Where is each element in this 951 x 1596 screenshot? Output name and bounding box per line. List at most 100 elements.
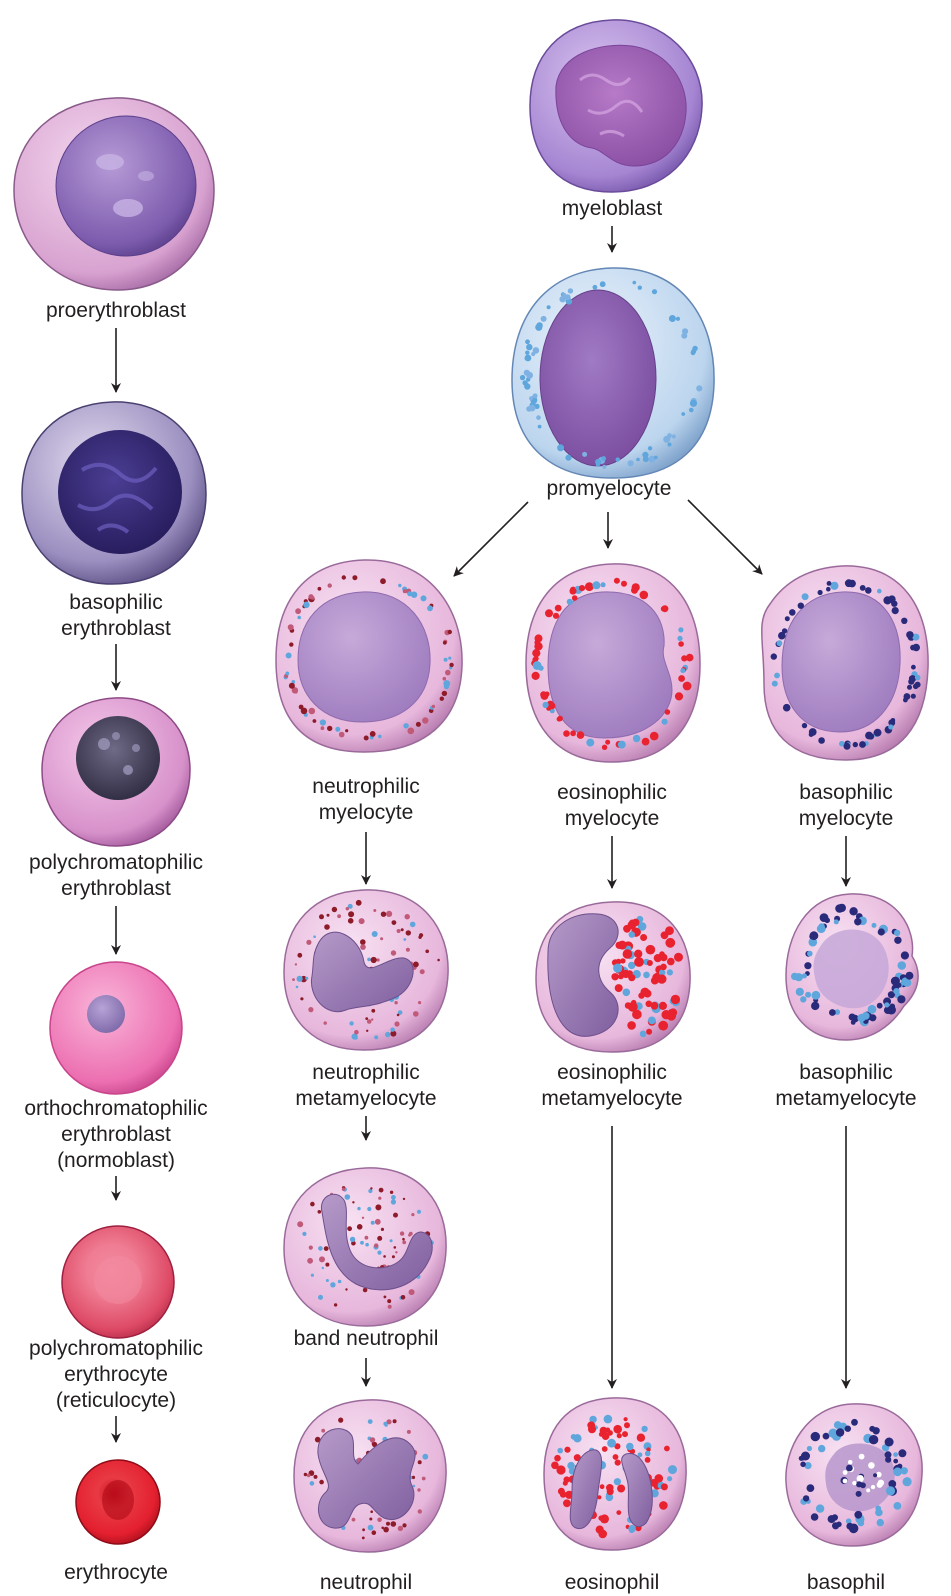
granule: [642, 452, 648, 458]
granule: [869, 1014, 876, 1021]
label-line: eosinophil: [512, 1570, 712, 1596]
granule: [681, 412, 685, 416]
granule: [417, 1210, 421, 1214]
granule: [809, 728, 817, 736]
granule: [520, 375, 525, 380]
granule: [818, 737, 825, 744]
granule: [555, 605, 562, 612]
granule: [345, 1194, 351, 1200]
granule: [410, 922, 416, 928]
granule: [618, 941, 627, 950]
granule: [402, 1241, 406, 1245]
label-line: erythrocyte: [4, 1362, 228, 1388]
basophilic-myelocyte-cell: [762, 566, 928, 760]
neutrophilic-metamyelocyte-cell: [284, 890, 448, 1050]
granule: [877, 589, 882, 594]
label-reticulocyte: polychromatophilic erythrocyte (reticulo…: [4, 1336, 228, 1414]
granule: [607, 1439, 616, 1448]
granule: [634, 950, 642, 958]
label-line: basophilic: [746, 780, 946, 806]
granule: [866, 1488, 870, 1492]
granule: [318, 1210, 322, 1214]
granule: [845, 1426, 851, 1432]
granule: [367, 1207, 371, 1211]
granule: [557, 444, 564, 451]
neutrophil-cell: [294, 1400, 446, 1552]
granule: [387, 1299, 391, 1303]
granule: [871, 1485, 875, 1489]
granule: [525, 351, 529, 355]
granule: [878, 1480, 884, 1486]
label-eosinophil: eosinophil: [512, 1570, 712, 1596]
granule: [646, 1029, 652, 1035]
granule: [628, 974, 635, 981]
label-line: basophilic: [16, 590, 216, 616]
granule: [362, 1217, 364, 1219]
arrow-promyelocyte-to-basophilic-myelocyte: [688, 500, 762, 574]
granule: [348, 918, 354, 924]
granule: [370, 1510, 373, 1513]
granule: [386, 911, 392, 917]
granule: [783, 704, 791, 712]
label-line: (normoblast): [2, 1148, 230, 1174]
label-line: myelocyte: [512, 806, 712, 832]
granule: [836, 1428, 844, 1436]
granule: [579, 585, 585, 591]
label-line: metamyelocyte: [746, 1086, 946, 1112]
granule: [893, 1459, 898, 1464]
granule: [903, 698, 908, 703]
granule: [397, 929, 401, 933]
label-line: metamyelocyte: [512, 1086, 712, 1112]
granule: [774, 673, 780, 679]
granule: [868, 1462, 875, 1469]
granule: [894, 1502, 902, 1510]
granule: [319, 1480, 324, 1485]
granule: [342, 575, 346, 579]
granule: [296, 986, 299, 989]
granule: [302, 1232, 306, 1236]
granule: [535, 634, 543, 642]
granule: [907, 685, 912, 690]
granule: [868, 733, 874, 739]
granule: [628, 460, 634, 466]
granule: [860, 585, 866, 591]
granule: [407, 728, 414, 735]
label-line: myeloblast: [512, 196, 712, 222]
granule: [443, 641, 447, 645]
granule: [391, 1521, 397, 1527]
granule: [313, 935, 316, 938]
label-myeloblast: myeloblast: [512, 196, 712, 222]
granule: [818, 590, 823, 595]
granule: [418, 1001, 421, 1004]
granule: [856, 1491, 862, 1497]
granule: [669, 315, 676, 322]
granule: [425, 950, 429, 954]
granule: [804, 962, 811, 969]
granule: [901, 951, 909, 959]
granule: [911, 665, 916, 670]
granule: [777, 640, 783, 646]
granule: [816, 1504, 824, 1512]
granule: [310, 1472, 314, 1476]
granule: [614, 1478, 621, 1485]
granule: [614, 578, 620, 584]
granule: [796, 988, 804, 996]
granule: [915, 675, 921, 681]
granule: [683, 682, 692, 691]
granule: [547, 305, 551, 309]
granule: [872, 923, 877, 928]
granule: [422, 1454, 428, 1460]
granule: [443, 677, 447, 681]
granule: [791, 973, 798, 980]
granule: [289, 642, 293, 646]
granule: [848, 1460, 853, 1465]
granule: [445, 670, 451, 676]
granule: [878, 928, 885, 935]
granule: [320, 719, 326, 725]
granule: [297, 1221, 303, 1227]
granule: [371, 1018, 373, 1020]
granule: [557, 716, 563, 722]
granule: [411, 1213, 414, 1216]
granule: [307, 1258, 313, 1264]
granule: [325, 1263, 329, 1267]
